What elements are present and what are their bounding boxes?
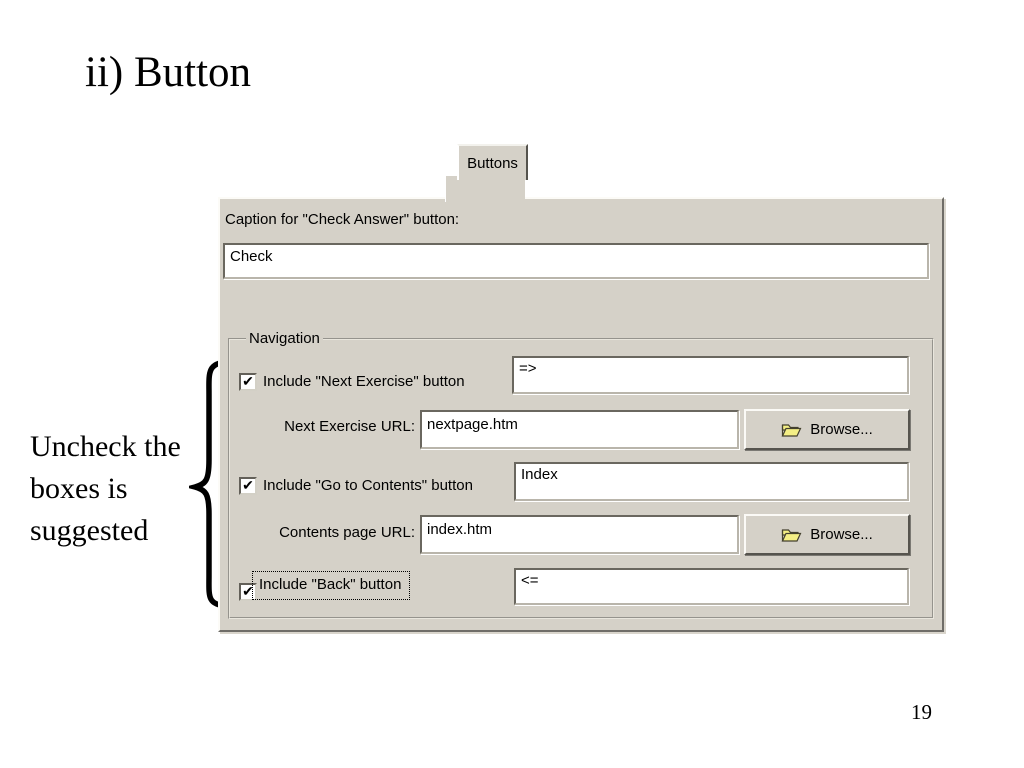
tab-buttons-label: Buttons [467, 154, 518, 172]
page-number: 19 [911, 700, 932, 724]
open-folder-icon [781, 423, 802, 437]
curly-brace-shape [189, 359, 230, 609]
open-folder-icon [781, 528, 802, 542]
annotation-line: suggested [30, 514, 149, 547]
contents-page-url-input[interactable] [420, 515, 739, 554]
page-title: ii) Button [85, 49, 252, 96]
check-answer-caption-label: Caption for "Check Answer" button: [225, 211, 460, 228]
contents-page-url-label: Contents page URL: [279, 524, 415, 541]
next-exercise-caption-input[interactable] [512, 356, 909, 394]
checkmark-icon: ✔ [242, 373, 254, 389]
annotation-line: boxes is [30, 472, 128, 505]
next-exercise-browse-button[interactable]: Browse... [744, 409, 910, 450]
navigation-legend: Navigation [246, 330, 323, 347]
browse-button-label: Browse... [810, 526, 873, 543]
checkmark-icon: ✔ [242, 477, 254, 493]
contents-page-browse-button[interactable]: Browse... [744, 514, 910, 555]
go-to-contents-caption-input[interactable] [514, 462, 909, 501]
browse-button-label: Browse... [810, 421, 873, 438]
next-exercise-checkbox-label: Include "Next Exercise" button [263, 373, 465, 390]
back-caption-input[interactable] [514, 568, 909, 605]
next-exercise-checkbox[interactable]: ✔ [239, 373, 257, 391]
next-exercise-url-label: Next Exercise URL: [284, 418, 415, 435]
next-exercise-url-input[interactable] [420, 410, 739, 449]
buttons-dialog-panel: Caption for "Check Answer" button: Navig… [218, 197, 944, 632]
tab-stem [445, 176, 525, 202]
annotation-line: Uncheck the [30, 430, 181, 463]
check-answer-caption-input[interactable] [223, 243, 929, 279]
annotation-text: Uncheck the boxes is suggested [30, 426, 181, 552]
go-to-contents-checkbox-label: Include "Go to Contents" button [263, 477, 473, 494]
navigation-groupbox: Navigation ✔ Include "Next Exercise" but… [228, 330, 934, 619]
tab-buttons[interactable]: Buttons [457, 144, 528, 180]
go-to-contents-checkbox[interactable]: ✔ [239, 477, 257, 495]
back-checkbox-label: Include "Back" button [252, 571, 411, 600]
checkmark-icon: ✔ [242, 583, 254, 599]
